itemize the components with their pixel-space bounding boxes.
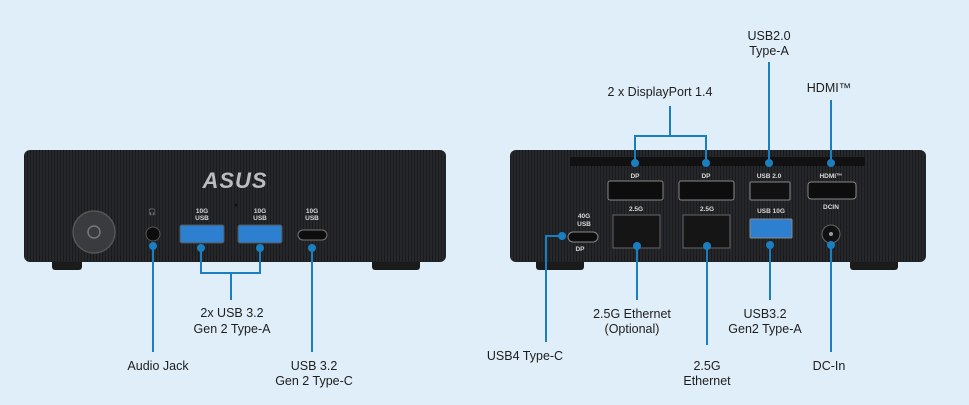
label-usb-c-line1: USB 3.2 bbox=[291, 359, 338, 373]
label-usb-a-line2: Gen 2 Type-A bbox=[194, 322, 272, 336]
usb2-port bbox=[749, 181, 791, 201]
power-icon bbox=[87, 225, 101, 239]
usb4-marking-speed: 40G bbox=[578, 213, 590, 220]
headset-icon: 🎧 bbox=[148, 208, 156, 216]
front-unit: ASUS 🎧 10G USB 10G USB 10G USB bbox=[24, 150, 446, 270]
usb-a-port-2 bbox=[237, 224, 283, 244]
label-ethernet-optional-line2: (Optional) bbox=[605, 322, 660, 336]
hdmi-marking: HDMI™ bbox=[819, 173, 842, 180]
label-usb2-line1: USB2.0 bbox=[747, 29, 790, 43]
label-dc-in: DC-In bbox=[813, 359, 846, 373]
displayport-1 bbox=[607, 180, 664, 201]
label-usb-c-line2: Gen 2 Type-C bbox=[275, 374, 353, 388]
hdmi-port bbox=[807, 181, 857, 200]
rear-unit: DP DP USB 2.0 HDMI™ 2.5G 2.5G USB 10G DC… bbox=[510, 150, 926, 270]
usb-a-port-1 bbox=[179, 224, 225, 244]
usb4-marking: USB bbox=[577, 221, 591, 228]
lan1-marking: 2.5G bbox=[629, 206, 643, 213]
vent-row bbox=[570, 157, 865, 166]
usb32-port bbox=[749, 218, 793, 239]
dcin-marking: DCIN bbox=[823, 204, 839, 211]
label-usb32-line2: Gen2 Type-A bbox=[728, 322, 802, 336]
label-usb2-line2: Type-A bbox=[749, 44, 789, 58]
label-audio-jack: Audio Jack bbox=[127, 359, 189, 373]
front-callouts bbox=[149, 242, 316, 352]
usb-a1-marking-speed: 10G bbox=[196, 208, 208, 215]
usb-c-marking-speed: 10G bbox=[306, 208, 318, 215]
usb10g-marking: USB 10G bbox=[757, 208, 785, 215]
usb4-port bbox=[567, 231, 599, 243]
label-displayport: 2 x DisplayPort 1.4 bbox=[608, 85, 713, 99]
label-ethernet-line2: Ethernet bbox=[683, 374, 731, 388]
displayport-2 bbox=[678, 180, 735, 201]
usb-c-marking: USB bbox=[305, 215, 319, 222]
power-button bbox=[72, 210, 116, 254]
asus-logo: ASUS bbox=[201, 168, 267, 193]
rear-callouts bbox=[545, 62, 835, 352]
usb4-dp-marking: DP bbox=[575, 246, 585, 253]
dp2-marking: DP bbox=[701, 173, 711, 180]
label-ethernet-line1: 2.5G bbox=[693, 359, 720, 373]
usb-c-port bbox=[297, 229, 328, 241]
label-ethernet-optional-line1: 2.5G Ethernet bbox=[593, 307, 671, 321]
led-indicator bbox=[234, 203, 238, 207]
label-hdmi: HDMI™ bbox=[807, 81, 851, 95]
dp1-marking: DP bbox=[630, 173, 640, 180]
label-usb-a-line1: 2x USB 3.2 bbox=[200, 306, 263, 320]
usb-a1-marking: USB bbox=[195, 215, 209, 222]
label-usb32-line1: USB3.2 bbox=[743, 307, 786, 321]
label-usb4: USB4 Type-C bbox=[487, 349, 563, 363]
audio-jack-port bbox=[145, 226, 161, 242]
usb-a2-marking: USB bbox=[253, 215, 267, 222]
lan2-marking: 2.5G bbox=[700, 206, 714, 213]
usb-a2-marking-speed: 10G bbox=[254, 208, 266, 215]
usb2-marking: USB 2.0 bbox=[757, 173, 782, 180]
